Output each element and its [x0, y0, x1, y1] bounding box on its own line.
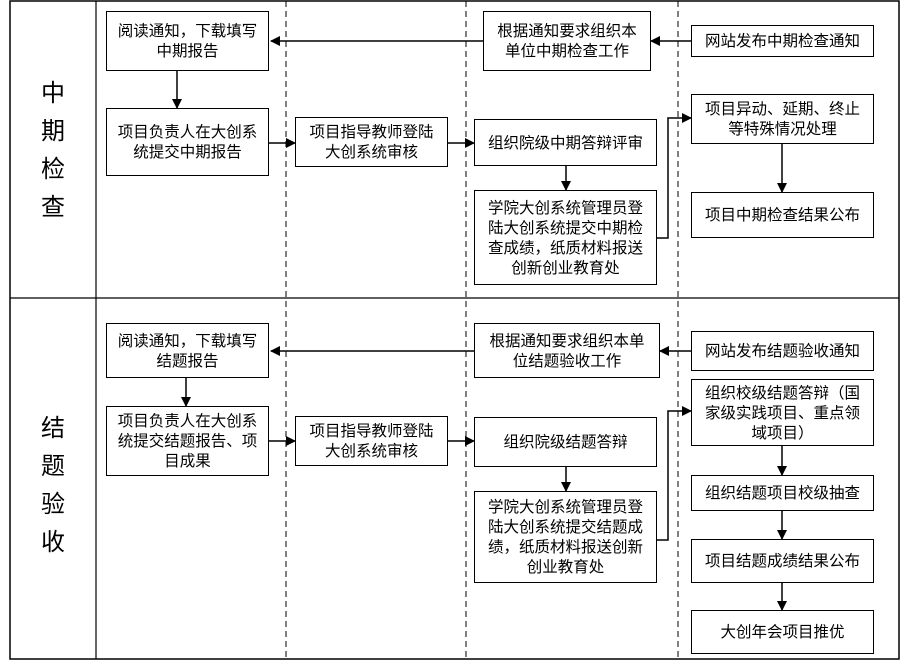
arrow-s2-admin-to-school-defense: [657, 406, 692, 541]
s1-defense-box: 组织院级中期答辩评审: [474, 119, 657, 166]
s2-leader-submit-box: 项目负责人在大创系 统提交结题报告、项 目成果: [106, 406, 269, 476]
s2-spot-check-box: 组织结题项目校级抽查: [691, 475, 874, 511]
section-label-midterm: 中 期 检 查: [41, 79, 65, 221]
section-label-final: 结 题 验 收: [41, 414, 65, 556]
s1-teacher-review-box: 项目指导教师登陆 大创系统审核: [295, 117, 448, 167]
s1-website-notice-box: 网站发布中期检查通知: [691, 25, 874, 57]
s1-publish-box: 项目中期检查结果公布: [691, 192, 874, 238]
s2-read-notice-box: 阅读通知，下载填写 结题报告: [106, 323, 269, 378]
s2-defense-box: 组织院级结题答辩: [474, 417, 657, 467]
s1-read-notice-box: 阅读通知，下载填写 中期报告: [106, 11, 269, 71]
outer-border: [9, 0, 900, 660]
s1-college-organize-box: 根据通知要求组织本 单位中期检查工作: [483, 11, 651, 71]
s2-recommend-box: 大创年会项目推优: [691, 610, 874, 654]
s2-college-organize-box: 根据通知要求组织本单 位结题验收工作: [474, 323, 660, 378]
s1-special-cases-box: 项目异动、延期、终止 等特殊情况处理: [691, 94, 874, 144]
arrow-s1-admin-to-special: [657, 113, 692, 239]
s2-school-defense-box: 组织校级结题答辩（国 家级实践项目、重点领 域项目）: [691, 379, 874, 446]
s1-leader-submit-box: 项目负责人在大创系 统提交中期报告: [106, 108, 269, 176]
s1-admin-submit-box: 学院大创系统管理员登 陆大创系统提交中期检 查成绩，纸质材料报送 创新创业教育处: [474, 190, 657, 285]
s2-publish-box: 项目结题成绩结果公布: [691, 539, 874, 583]
s2-admin-submit-box: 学院大创系统管理员登 陆大创系统提交结题成 绩，纸质材料报送创新 创业教育处: [474, 491, 657, 583]
s2-teacher-review-box: 项目指导教师登陆 大创系统审核: [295, 416, 448, 466]
s2-website-notice-box: 网站发布结题验收通知: [691, 331, 874, 371]
